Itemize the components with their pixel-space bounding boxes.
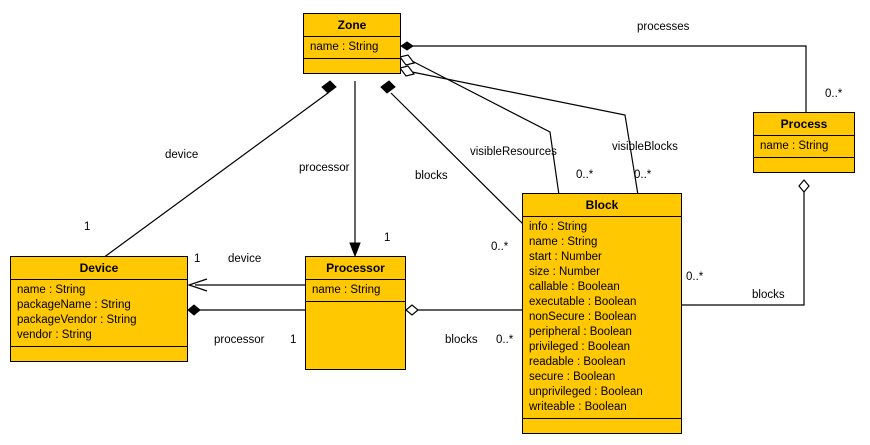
multiplicity-visible-resources: 0..* [576, 169, 594, 181]
hollow-diamond-marker [398, 54, 416, 66]
attribute-row: privileged : Boolean [529, 341, 631, 353]
edge-zone-visibleblocks-block[interactable] [398, 65, 639, 196]
class-name-zone: Zone [304, 14, 400, 37]
attribute-row: packageName : String [17, 299, 131, 311]
filled-diamond-marker [187, 304, 201, 316]
edge-label-device-zone: device [165, 149, 199, 161]
edge-label-processes: processes [637, 21, 690, 33]
edge-label-blocks-zone: blocks [415, 170, 448, 182]
class-operations-processor [306, 302, 405, 316]
class-name-process: Process [754, 113, 854, 136]
class-attributes-block: info : String name : String start : Numb… [523, 217, 681, 419]
filled-diamond-marker [400, 41, 414, 51]
class-operations-zone [304, 59, 400, 73]
edge-processor-blocks-block[interactable] [405, 304, 522, 316]
multiplicity-blocks-process: 0..* [686, 271, 704, 283]
multiplicity-blocks-processor: 0..* [496, 334, 514, 346]
edge-zone-visibleresources-block[interactable] [398, 54, 560, 196]
filled-diamond-marker [380, 80, 396, 94]
attribute-row: info : String [529, 221, 588, 233]
arrow-marker [349, 242, 361, 258]
edge-label-visible-resources: visibleResources [470, 146, 557, 158]
class-attributes-device: name : String packageName : String packa… [11, 280, 187, 347]
multiplicity-processor-one-top: 1 [384, 232, 391, 244]
attribute-row: callable : Boolean [529, 281, 620, 293]
attribute-row: readable : Boolean [529, 356, 626, 368]
multiplicity-processor-one-bottom: 1 [290, 334, 297, 346]
class-box-device[interactable]: Device name : String packageName : Strin… [10, 256, 188, 362]
class-attributes-zone: name : String [304, 37, 400, 59]
edge-process-blocks-block[interactable] [682, 179, 810, 306]
class-box-block[interactable]: Block info : String name : String start … [522, 193, 682, 434]
class-attributes-process: name : String [754, 136, 854, 158]
attribute-row: name : String [17, 284, 86, 296]
hollow-diamond-marker [405, 304, 419, 316]
attribute-row: writeable : Boolean [529, 401, 627, 413]
hollow-diamond-marker [798, 179, 810, 193]
edge-label-processor-device: processor [214, 334, 265, 346]
attribute-row: vendor : String [17, 329, 92, 341]
edge-zone-processor[interactable] [349, 81, 361, 258]
class-operations-device [11, 347, 187, 361]
class-operations-block [523, 419, 681, 433]
attribute-row: secure : Boolean [529, 371, 616, 383]
attribute-row: size : Number [529, 266, 600, 278]
multiplicity-visible-blocks: 0..* [634, 169, 652, 181]
attribute-row: start : Number [529, 251, 602, 263]
class-box-zone[interactable]: Zone name : String [303, 13, 401, 74]
attribute-row: name : String [312, 284, 381, 296]
attribute-row: executable : Boolean [529, 296, 637, 308]
attribute-row: name : String [529, 236, 598, 248]
edge-label-blocks-process: blocks [752, 289, 785, 301]
edge-zone-blocks-block[interactable] [380, 80, 525, 226]
class-box-processor[interactable]: Processor name : String [305, 256, 406, 370]
arrow-marker [187, 278, 208, 292]
hollow-diamond-marker [398, 65, 416, 77]
class-name-processor: Processor [306, 257, 405, 280]
edge-label-device-processor: device [228, 253, 262, 265]
class-name-block: Block [523, 194, 681, 217]
edge-device-processor[interactable] [187, 304, 305, 316]
multiplicity-process-top: 0..* [825, 88, 843, 100]
class-operations-process [754, 158, 854, 172]
attribute-row: packageVendor : String [17, 314, 137, 326]
filled-diamond-marker [321, 80, 337, 94]
multiplicity-blocks-zone: 0..* [491, 241, 509, 253]
attribute-row: name : String [310, 41, 379, 53]
class-box-process[interactable]: Process name : String [753, 112, 855, 173]
multiplicity-device-one-left: 1 [84, 221, 91, 233]
attribute-row: name : String [760, 140, 829, 152]
edge-processor-device[interactable] [187, 278, 305, 292]
attribute-row: nonSecure : Boolean [529, 311, 637, 323]
multiplicity-device-one-right: 1 [194, 253, 201, 265]
attribute-row: peripheral : Boolean [529, 326, 632, 338]
attribute-row: unprivileged : Boolean [529, 386, 643, 398]
class-attributes-processor: name : String [306, 280, 405, 302]
edge-label-processor-zone: processor [299, 162, 350, 174]
edge-label-visible-blocks: visibleBlocks [612, 141, 678, 153]
edge-zone-device[interactable] [102, 80, 337, 259]
class-name-device: Device [11, 257, 187, 280]
edge-zone-processes-process[interactable] [400, 41, 807, 112]
edge-label-blocks-processor: blocks [445, 334, 478, 346]
